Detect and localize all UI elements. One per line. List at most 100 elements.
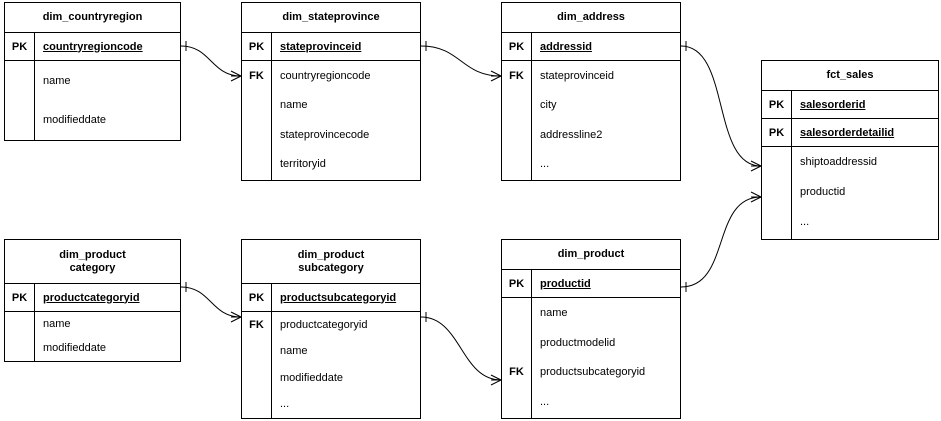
field-column: productcategoryid [35,284,180,311]
field-name: stateprovinceid [280,40,362,53]
key-row[interactable]: PK addressid [502,33,680,61]
field-column: salesorderdetailid [792,119,938,146]
attribute-key-column [5,61,35,140]
relationship-line [680,45,762,167]
entity-title: dim_product subcategory [242,240,420,284]
field-column: salesorderid [792,91,938,118]
key-badge: FK [249,69,264,82]
relationship-subcategory-to-product[interactable] [420,312,502,386]
field-name: ... [800,216,810,228]
key-badge [502,120,531,150]
key-badge [762,177,791,207]
field-name: addressline2 [540,128,603,141]
key-row[interactable]: PK productsubcategoryid [242,284,420,312]
entity-title: dim_product category [5,240,180,284]
attribute-key-column: FK [242,61,272,180]
key-badge [5,336,34,360]
key-badge: PK [502,33,532,60]
field-name: ... [280,397,290,410]
key-badge [5,312,34,336]
relationship-address-to-fctsales[interactable] [680,41,762,172]
key-badge [5,61,34,100]
key-row[interactable]: PK productid [502,270,680,298]
key-badge: FK [509,366,524,379]
field-name: addressid [540,40,592,53]
key-badge [502,91,531,121]
key-badge [502,328,531,358]
crowsfoot-marker [490,70,502,82]
field-name: productcategoryid [43,291,140,304]
field-name: stateprovinceid [540,69,614,82]
attribute-key-column [5,312,35,361]
key-badge: FK [249,319,264,332]
field-name: ... [540,158,550,171]
relationship-line [180,286,242,318]
field-name: modifieddate [43,113,106,126]
field-name: ... [540,396,550,409]
attribute-block: name modifieddate [5,61,180,140]
field-name: productmodelid [540,336,616,349]
key-badge: PK [5,33,35,60]
field-name: shiptoaddressid [800,156,878,168]
key-badge [762,147,791,177]
relationship-stateprovince-to-address[interactable] [420,41,502,82]
field-name: productsubcategoryid [280,291,397,304]
field-column: addressid [532,33,680,60]
key-badge [242,91,271,121]
key-badge [242,120,271,150]
key-badge [762,207,791,237]
key-badge [5,100,34,139]
entity-title: dim_product [502,240,680,270]
attribute-key-column: FK [502,298,532,418]
field-column: productid [532,270,680,297]
relationship-countryregion-to-stateprovince[interactable] [180,41,242,82]
relationship-line [420,316,502,381]
crowsfoot-marker [750,160,762,172]
relationship-productcategory-to-subcategory[interactable] [180,282,242,323]
attribute-key-column: FK [502,61,532,180]
key-badge: PK [502,270,532,297]
key-badge: PK [242,284,272,311]
key-badge: PK [762,91,792,118]
field-name: name [280,99,308,112]
field-name: stateprovincecode [280,128,370,141]
field-name: modifieddate [43,342,106,354]
key-badge: FK [509,69,524,82]
field-name: name [43,74,71,87]
relationship-line [420,45,502,77]
field-name: territoryid [280,158,326,171]
crowsfoot-marker [750,191,762,203]
field-name: productcategoryid [280,319,368,332]
relationship-line [180,45,242,77]
field-name: productid [540,277,591,290]
relationship-line [680,196,762,288]
field-column: productsubcategoryid [272,284,420,311]
key-badge [242,365,271,391]
key-badge [502,298,531,328]
key-badge: PK [762,119,792,146]
field-name: name [43,318,71,330]
crowsfoot-marker [230,70,242,82]
relationship-product-to-fctsales[interactable] [680,191,762,292]
field-name: name [280,345,308,358]
entity-title: fct_sales [762,61,938,91]
key-badge [242,150,271,180]
